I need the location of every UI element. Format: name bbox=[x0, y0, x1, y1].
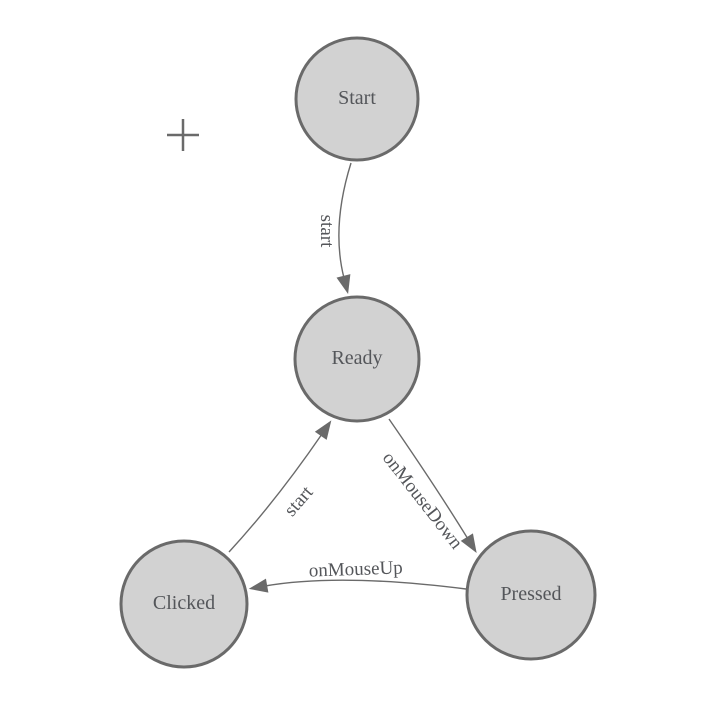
node-pressed-circle[interactable] bbox=[465, 529, 597, 661]
edge-ready-to-pressed[interactable]: onMouseDown bbox=[378, 418, 477, 554]
edge-label-start: start bbox=[316, 215, 337, 248]
edge-clicked-to-ready[interactable]: start bbox=[228, 420, 332, 553]
node-ready-circle[interactable] bbox=[293, 295, 421, 423]
edge-pressed-to-clicked[interactable]: onMouseUp bbox=[248, 557, 467, 593]
node-clicked-circle[interactable] bbox=[119, 539, 249, 669]
edge-line[interactable] bbox=[228, 420, 332, 553]
node-clicked-label: Clicked bbox=[153, 592, 215, 614]
node-start-circle[interactable] bbox=[294, 36, 420, 162]
node-clicked[interactable]: Clicked bbox=[119, 539, 249, 669]
edge-label-onmousedown: onMouseDown bbox=[378, 448, 467, 554]
node-pressed-label: Pressed bbox=[500, 583, 561, 605]
plus-cursor-icon bbox=[167, 119, 199, 151]
node-start-label: Start bbox=[338, 87, 376, 109]
edge-start-to-ready[interactable]: start bbox=[316, 162, 352, 294]
edge-label-start: start bbox=[280, 482, 318, 521]
node-ready-label: Ready bbox=[331, 347, 382, 369]
edge-line[interactable] bbox=[388, 418, 477, 554]
edge-line[interactable] bbox=[336, 162, 352, 294]
edge-line[interactable] bbox=[248, 578, 467, 593]
node-ready[interactable]: Ready bbox=[293, 295, 421, 423]
node-start[interactable]: Start bbox=[294, 36, 420, 162]
edge-label-onmouseup: onMouseUp bbox=[308, 557, 403, 581]
node-pressed[interactable]: Pressed bbox=[465, 529, 597, 661]
